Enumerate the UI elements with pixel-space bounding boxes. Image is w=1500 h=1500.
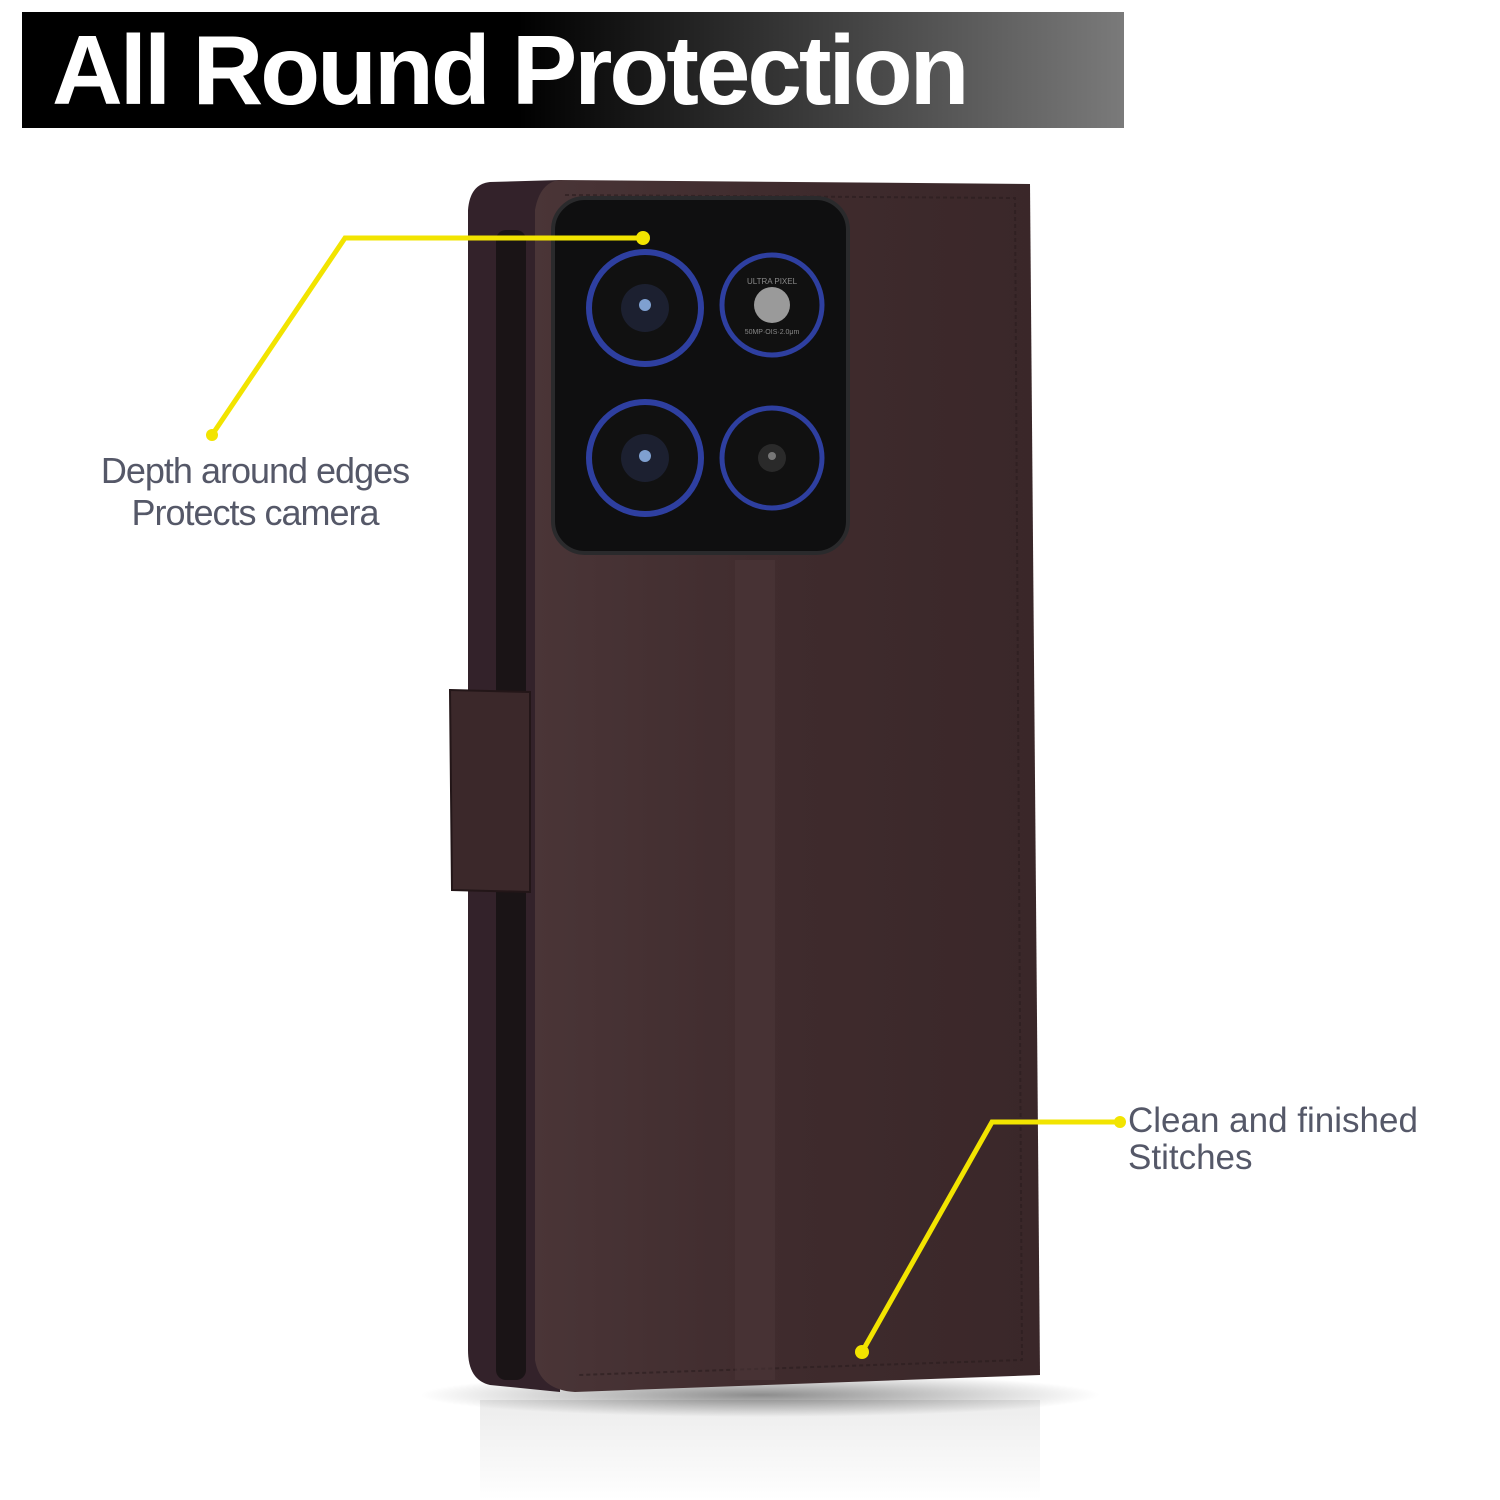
lens-spec-text: 50MP·OIS·2.0μm <box>745 329 800 336</box>
title-banner: All Round Protection <box>22 12 1124 128</box>
callout-line-1: Depth around edges <box>100 450 410 491</box>
lens-ring-text: ULTRA PIXEL <box>747 277 798 286</box>
camera-lenses <box>586 249 825 517</box>
callout-stitches-label: Clean and finished Stitches <box>1128 1102 1418 1176</box>
callout-line-2: Stitches <box>1128 1138 1253 1177</box>
page-title: All Round Protection <box>52 15 969 125</box>
callout-dot <box>1114 1116 1126 1128</box>
callout-dot <box>206 429 218 441</box>
callout-dot <box>636 231 650 245</box>
callout-camera-label: Depth around edges Protects camera <box>60 450 450 534</box>
magnetic-clasp[interactable] <box>448 688 531 894</box>
callout-line-2: Protects camera <box>131 492 379 533</box>
fold-line <box>735 560 775 1380</box>
callout-line-stitches <box>859 1119 1120 1354</box>
callout-dot <box>855 1345 869 1359</box>
callout-line-camera <box>209 235 643 437</box>
callout-line-1: Clean and finished <box>1128 1101 1418 1140</box>
